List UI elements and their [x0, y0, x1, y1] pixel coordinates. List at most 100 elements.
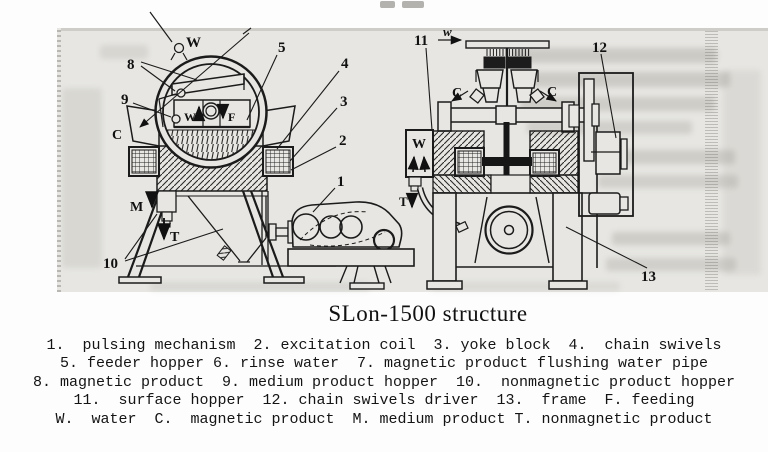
tail-chute-nozzle [410, 185, 419, 192]
leader-13 [565, 226, 648, 269]
label-t-side: T [399, 194, 408, 209]
label-2: 2 [339, 133, 347, 149]
chain-swivel-right [529, 88, 545, 104]
label-1: 1 [337, 174, 345, 190]
feeder-hopper-left-wall [126, 105, 160, 147]
front-view: W 8 9 C 5 4 3 2 1 M T 10 W F [103, 11, 415, 290]
feed-bar-left [483, 56, 506, 69]
label-12: 12 [592, 40, 607, 56]
leader-9 [132, 102, 172, 118]
leader-3 [289, 107, 338, 162]
diaphragm-inner [489, 210, 529, 250]
funnel-left [476, 69, 504, 103]
right-a-leg [241, 190, 285, 278]
surface-hopper-plate [465, 40, 550, 49]
diaphragm-hub [503, 224, 515, 236]
bleedthrough-text [62, 88, 102, 268]
pulser-bench [287, 248, 415, 267]
side-view: 11 w 12 C C W T 13 [399, 24, 656, 290]
lower-pole-right [529, 174, 579, 194]
frame-leg-right [552, 192, 583, 282]
legend-line-3: 8. magnetic product 9. medium product ho… [32, 373, 736, 391]
feed-bar-right [506, 56, 532, 69]
rinse-pipe [171, 114, 181, 124]
pulsing-mechanism [268, 201, 415, 290]
feed-box [173, 99, 251, 128]
matrix-hatched-segment [165, 129, 257, 161]
coil-left-side [454, 147, 485, 177]
scan-artifact [380, 1, 395, 8]
leader-1 [312, 187, 336, 213]
excitation-coil-left [128, 146, 160, 177]
leader-2 [290, 146, 337, 171]
medium-chute [156, 190, 177, 213]
front-leader-lines [124, 27, 340, 262]
bleedthrough-text [612, 232, 730, 245]
scanned-page-background [57, 28, 768, 292]
label-m: M [130, 200, 143, 215]
leader-12 [600, 53, 617, 139]
scan-top-edge [57, 28, 768, 31]
lower-pole-left [432, 174, 492, 194]
bleedthrough-text [723, 70, 761, 275]
water-arrow-1 [407, 155, 419, 173]
right-foot [263, 276, 305, 284]
leader-11 [425, 47, 433, 131]
label-10: 10 [103, 256, 118, 272]
beam-post-left [437, 101, 452, 132]
water-arrow-2 [419, 155, 431, 173]
label-w-small: w [443, 24, 452, 39]
legend-line-4: 11. surface hopper 12. chain swivels dri… [73, 392, 695, 410]
legend-line-5: W. water C. magnetic product M. medium p… [55, 410, 713, 428]
leader-c-arrow [139, 32, 250, 128]
figure-caption: SLon-1500 structure [328, 301, 528, 326]
driver-frame [578, 72, 634, 217]
label-feed-f: F [228, 110, 235, 124]
legend-line-2: 5. feeder hopper 6. rinse water 7. magne… [59, 355, 709, 373]
body-right-wall [261, 191, 269, 265]
bleedthrough-text [430, 282, 620, 291]
legend-line-1: 1. pulsing mechanism 2. excitation coil … [46, 337, 722, 354]
rinse-water-inlet [173, 42, 185, 54]
scan-artifact [402, 1, 424, 8]
bleedthrough-text [512, 48, 717, 63]
feed-pipe-inner [205, 105, 217, 117]
label-water-box: W [412, 137, 426, 152]
side-leader-lines [425, 47, 648, 269]
figure-legend: 1. pulsing mechanism 2. excitation coil … [0, 337, 768, 429]
frame-foot-right [548, 280, 588, 290]
pulser-housing-side [474, 196, 550, 264]
chain-swivels-driver [568, 72, 634, 217]
nonmagnetic-hopper [187, 195, 267, 263]
coil-right-side [529, 149, 560, 177]
label-t-front: T [170, 230, 180, 245]
ring-shaft-lower [503, 166, 510, 175]
label-5: 5 [278, 40, 286, 56]
label-water-top: W [186, 35, 201, 51]
bleedthrough-text [606, 258, 736, 271]
flushing-pipe [176, 88, 186, 98]
label-9: 9 [121, 92, 129, 108]
cropped-label-7-mark [242, 27, 252, 35]
leader-5 [246, 54, 278, 121]
leader-4 [276, 70, 340, 150]
lower-center-gap [490, 174, 531, 194]
scan-page-edge-texture [705, 30, 718, 290]
hopper-valve [216, 245, 232, 261]
lower-motor [588, 192, 621, 215]
scan-torn-left-edge [57, 28, 61, 292]
chain-swivel-left [469, 88, 485, 104]
ring-section-bar [482, 157, 532, 166]
bleedthrough-text [150, 282, 370, 291]
leader-8 [140, 61, 198, 92]
inlet-supports [170, 52, 188, 61]
tail-chute [408, 176, 422, 187]
bleedthrough-text [515, 72, 730, 87]
funnel-guides [475, 70, 539, 82]
drain-pipe-nozzle [455, 220, 469, 234]
slon-1500-technical-drawing: W 8 9 C 5 4 3 2 1 M T 10 W F [103, 11, 656, 290]
left-foot [118, 276, 162, 284]
pulser-foot [349, 282, 385, 290]
ring-shaft [503, 122, 510, 158]
